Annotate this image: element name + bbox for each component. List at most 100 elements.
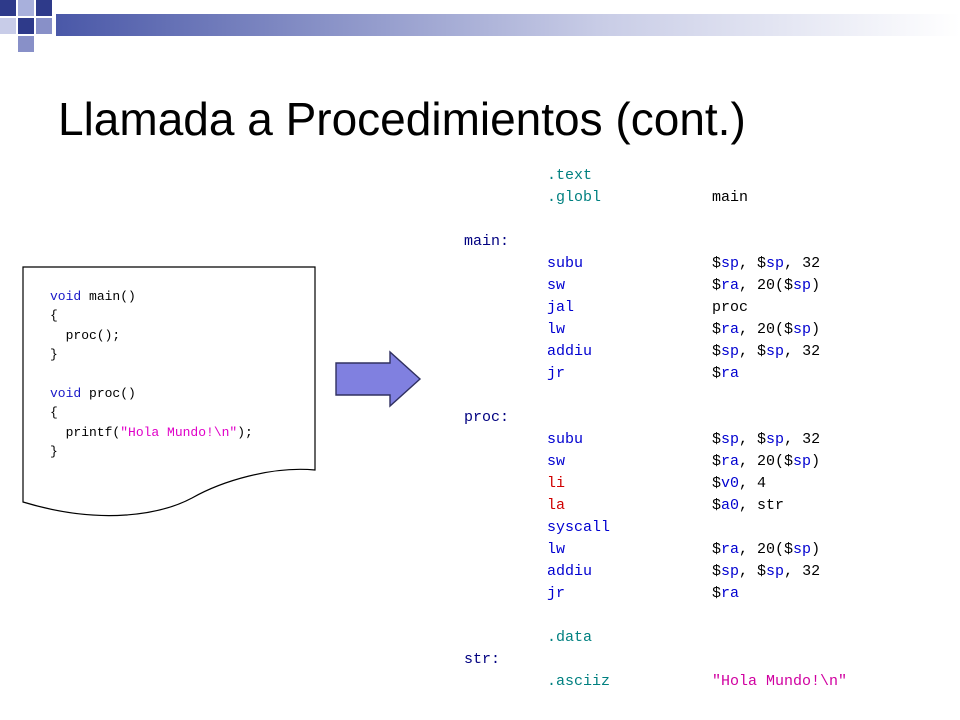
c-source-line: { <box>50 403 253 422</box>
asm-label: main: <box>464 233 510 250</box>
asm-operand-text: , 32 <box>784 431 821 448</box>
c-source-line: } <box>50 345 253 364</box>
c-source-code: void main() { proc();} void proc() { print… <box>50 287 253 462</box>
asm-operand-text: $ <box>712 541 722 558</box>
asm-register: sp <box>793 541 812 558</box>
c-source-line: proc(); <box>50 326 253 345</box>
c-source-line: void main() <box>50 287 253 306</box>
asm-instruction: jal <box>547 299 575 316</box>
asm-operand-text: , 20($ <box>739 321 794 338</box>
document-shape <box>22 266 316 517</box>
asm-operand-text: $ <box>712 431 722 448</box>
asm-operand-text: $ <box>712 475 722 492</box>
asm-operand-text: ) <box>811 277 821 294</box>
asm-operand-text: $ <box>712 321 722 338</box>
c-code-text: } <box>50 347 58 363</box>
asm-register: sp <box>793 453 812 470</box>
asm-register: sp <box>766 343 785 360</box>
c-code-text: proc() <box>81 385 136 401</box>
asm-operands: "Hola Mundo!\n" <box>712 673 847 690</box>
asm-instruction: addiu <box>547 563 593 580</box>
asm-operands: $sp, $sp, 32 <box>712 343 820 360</box>
asm-operand-text: , 32 <box>784 255 821 272</box>
asm-operand-text: $ <box>712 497 722 514</box>
asm-operands: $ra <box>712 365 739 382</box>
asm-register: ra <box>721 541 740 558</box>
asm-instruction: lw <box>547 541 566 558</box>
c-source-line: { <box>50 306 253 325</box>
asm-instruction: jr <box>547 585 566 602</box>
asm-register: sp <box>793 277 812 294</box>
asm-register: sp <box>766 431 785 448</box>
asm-instruction: sw <box>547 453 566 470</box>
c-source-line: } <box>50 442 253 461</box>
asm-register: sp <box>721 431 740 448</box>
asm-instruction: subu <box>547 255 584 272</box>
c-keyword: void <box>50 289 82 304</box>
asm-operands: $sp, $sp, 32 <box>712 431 820 448</box>
asm-operand-text: $ <box>712 343 722 360</box>
asm-operand-text: ) <box>811 321 821 338</box>
asm-operands: $sp, $sp, 32 <box>712 563 820 580</box>
c-code-text: { <box>50 405 58 421</box>
asm-register: ra <box>721 321 740 338</box>
asm-operands: $v0, 4 <box>712 475 766 492</box>
asm-operands: $a0, str <box>712 497 784 514</box>
c-source-line: printf("Hola Mundo!\n"); <box>50 423 253 442</box>
asm-operand-text: $ <box>712 365 722 382</box>
asm-operand-text: $ <box>712 453 722 470</box>
asm-operand-text: , 20($ <box>739 541 794 558</box>
asm-operand-text: $ <box>712 563 722 580</box>
asm-operands: $sp, $sp, 32 <box>712 255 820 272</box>
c-string-literal: "Hola Mundo!\n" <box>120 424 238 440</box>
asm-string-literal: "Hola Mundo!\n" <box>712 673 848 690</box>
c-source-line <box>50 365 253 384</box>
asm-register: sp <box>721 255 740 272</box>
asm-directive: .globl <box>547 189 602 206</box>
asm-register: sp <box>721 563 740 580</box>
asm-instruction: addiu <box>547 343 593 360</box>
asm-operand-text: proc <box>712 299 749 316</box>
asm-operands: main <box>712 189 748 206</box>
asm-operand-text: , 32 <box>784 343 821 360</box>
asm-register: sp <box>721 343 740 360</box>
asm-instruction: sw <box>547 277 566 294</box>
asm-operands: $ra, 20($sp) <box>712 541 820 558</box>
asm-register: sp <box>766 255 785 272</box>
asm-operand-text: , 4 <box>739 475 767 492</box>
asm-directive: .data <box>547 629 593 646</box>
c-code-text: proc(); <box>50 327 121 343</box>
c-source-document <box>22 266 318 524</box>
c-code-text: printf( <box>50 424 121 440</box>
asm-instruction: jr <box>547 365 566 382</box>
header-decoration <box>0 0 960 60</box>
asm-register: ra <box>721 585 740 602</box>
asm-instruction: lw <box>547 321 566 338</box>
asm-instruction: li <box>547 475 566 492</box>
asm-register: v0 <box>721 475 740 492</box>
asm-operand-text: $ <box>712 585 722 602</box>
asm-operand-text: , 32 <box>784 563 821 580</box>
asm-register: sp <box>766 563 785 580</box>
c-code-text: ); <box>237 424 253 440</box>
asm-register: ra <box>721 453 740 470</box>
asm-operands: proc <box>712 299 748 316</box>
asm-register: a0 <box>721 497 740 514</box>
slide-title: Llamada a Procedimientos (cont.) <box>58 93 746 145</box>
header-squares-graphic <box>0 0 960 52</box>
asm-operand-text: , $ <box>739 255 767 272</box>
c-code-text: } <box>50 444 58 460</box>
asm-label: str: <box>464 651 501 668</box>
asm-operand-text: , str <box>739 497 785 514</box>
asm-operands: $ra, 20($sp) <box>712 453 820 470</box>
asm-operand-text: main <box>712 189 749 206</box>
asm-operand-text: , 20($ <box>739 453 794 470</box>
asm-register: ra <box>721 277 740 294</box>
asm-operand-text: , $ <box>739 563 767 580</box>
asm-instruction: syscall <box>547 519 611 536</box>
asm-operand-text: , $ <box>739 431 767 448</box>
asm-operand-text: $ <box>712 255 722 272</box>
c-code-text: { <box>50 308 58 324</box>
asm-register: ra <box>721 365 740 382</box>
c-source-line: void proc() <box>50 384 253 403</box>
